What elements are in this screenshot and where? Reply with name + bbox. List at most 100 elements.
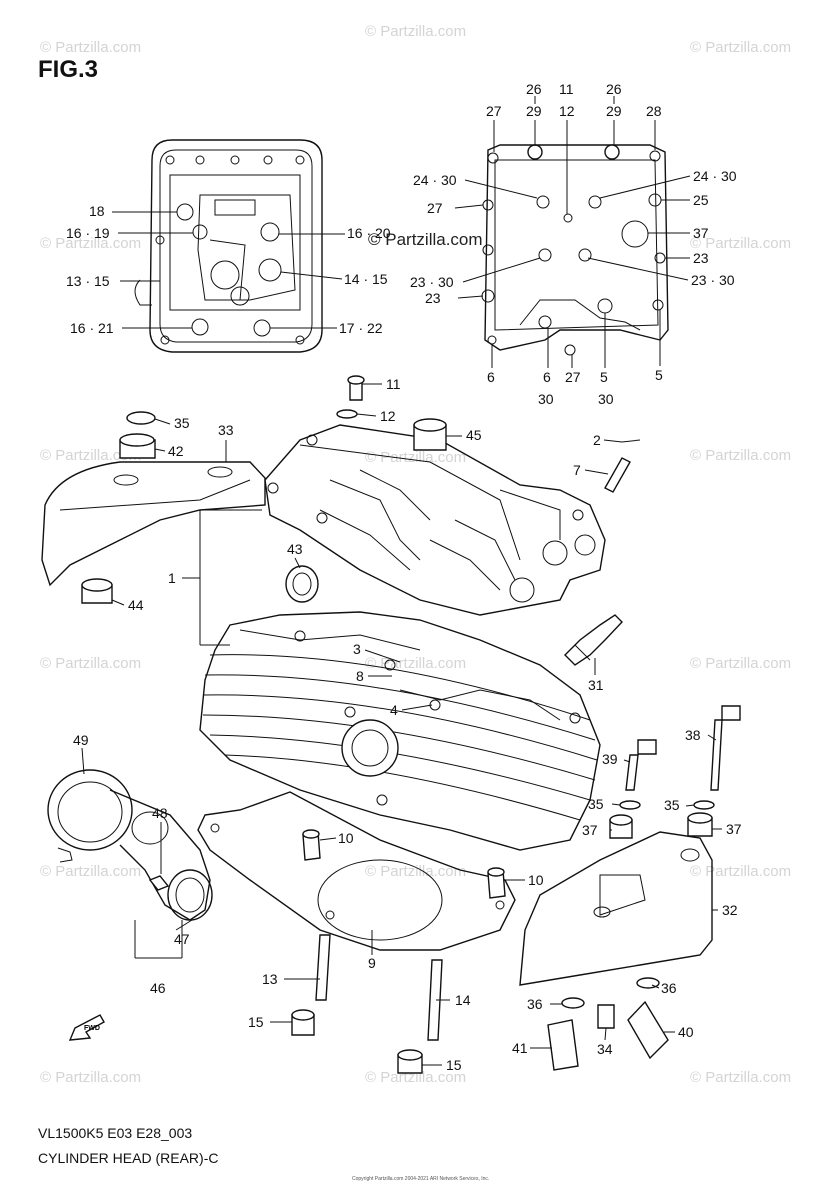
callout-3: 3 (353, 641, 361, 657)
callout-47: 47 (174, 931, 190, 947)
callout-11: 11 (386, 376, 401, 392)
callout-15: 15 (446, 1057, 462, 1073)
watermark: © Partzilla.com (690, 39, 791, 56)
dowel-pins (302, 829, 506, 899)
watermark: © Partzilla.com (40, 655, 141, 672)
callout-12: 12 (559, 103, 575, 119)
pins (604, 439, 641, 493)
watermark: © Partzilla.com (365, 1069, 466, 1086)
small-parts-left (81, 411, 447, 604)
intake-pipe (47, 769, 213, 921)
callout-30: 30 (538, 391, 554, 407)
callout-10: 10 (338, 830, 354, 846)
callout-12: 12 (380, 408, 396, 424)
callout-29: 29 (606, 103, 622, 119)
callout-38: 38 (685, 727, 701, 743)
watermark-center: © Partzilla.com (368, 230, 483, 249)
watermark: © Partzilla.com (365, 449, 466, 466)
callout-27: 27 (486, 103, 502, 119)
callout-25: 25 (693, 192, 709, 208)
heat-shield-left (41, 461, 266, 587)
leader-lines (81, 96, 722, 1066)
callout-27: 27 (427, 200, 443, 216)
watermark: © Partzilla.com (690, 1069, 791, 1086)
callout-23-30: 23 · 30 (691, 272, 735, 288)
watermark-layer: © Partzilla.com © Partzilla.com © Partzi… (40, 23, 791, 1086)
callout-18: 18 (89, 203, 105, 219)
callout-23-30: 23 · 30 (410, 274, 454, 290)
spark-plug (564, 614, 623, 666)
callout-43: 43 (287, 541, 303, 557)
callout-42: 42 (168, 443, 184, 459)
head-gasket (197, 791, 516, 951)
callout-32: 32 (722, 902, 738, 918)
bolts-right (609, 705, 741, 839)
watermark: © Partzilla.com (690, 863, 791, 880)
callout-16-20: 16 · 20 (347, 225, 391, 241)
watermark: © Partzilla.com (40, 39, 141, 56)
callout-48: 48 (152, 805, 168, 821)
fwd-label: FWD (84, 1025, 100, 1032)
callout-35: 35 (174, 415, 190, 431)
callout-27: 27 (565, 369, 581, 385)
callout-5: 5 (600, 369, 608, 385)
callout-16-19: 16 · 19 (66, 225, 110, 241)
callout-1: 1 (168, 570, 176, 586)
watermark: © Partzilla.com (40, 447, 141, 464)
head-cover (264, 424, 606, 616)
callout-23: 23 (693, 250, 709, 266)
watermark: © Partzilla.com (365, 863, 466, 880)
fwd-arrow-icon: FWD (68, 1014, 105, 1041)
callout-11: 11 (559, 81, 574, 97)
callout-37: 37 (693, 225, 709, 241)
head-top-view (134, 139, 323, 353)
callout-28: 28 (646, 103, 662, 119)
diagram-caption: CYLINDER HEAD (REAR)-C (38, 1150, 219, 1166)
watermark: © Partzilla.com (365, 655, 466, 672)
callout-41: 41 (512, 1040, 528, 1056)
callout-4: 4 (390, 702, 398, 718)
callout-8: 8 (356, 668, 364, 684)
callout-6: 6 (487, 369, 495, 385)
callout-2: 2 (593, 432, 601, 448)
callout-14-15: 14 · 15 (344, 271, 388, 287)
stud-bolts (291, 934, 443, 1074)
callout-45: 45 (466, 427, 482, 443)
watermark: © Partzilla.com (365, 23, 466, 40)
callout-6: 6 (543, 369, 551, 385)
callout-39: 39 (602, 751, 618, 767)
callout-26: 26 (606, 81, 622, 97)
callout-24-30: 24 · 30 (413, 172, 457, 188)
figure-title: FIG.3 (38, 56, 99, 83)
callout-labels: 26 11 26 27 29 12 29 28 24 · 30 24 · 30 … (66, 81, 742, 1073)
callout-30: 30 (598, 391, 614, 407)
callout-37: 37 (726, 821, 742, 837)
copyright-notice: Copyright Partzilla.com 2004-2021 ARI Ne… (352, 1176, 490, 1182)
watermark: © Partzilla.com (690, 655, 791, 672)
callout-14: 14 (455, 992, 471, 1008)
cover-top-view (481, 144, 669, 356)
callout-49: 49 (73, 732, 89, 748)
watermark: © Partzilla.com (40, 235, 141, 252)
diagram-code: VL1500K5 E03 E28_003 (38, 1125, 193, 1141)
watermark: © Partzilla.com (40, 863, 141, 880)
heat-shield-right (519, 831, 713, 986)
callout-36: 36 (527, 996, 543, 1012)
callout-44: 44 (128, 597, 144, 613)
callout-31: 31 (588, 677, 604, 693)
callout-34: 34 (597, 1041, 613, 1057)
callout-17-22: 17 · 22 (339, 320, 383, 336)
callout-35: 35 (588, 796, 604, 812)
callout-13: 13 (262, 971, 278, 987)
callout-40: 40 (678, 1024, 694, 1040)
small-parts-bottom (547, 977, 669, 1071)
callout-26: 26 (526, 81, 542, 97)
callout-10: 10 (528, 872, 544, 888)
top-bolt (336, 375, 365, 419)
watermark: © Partzilla.com (40, 1069, 141, 1086)
callout-37: 37 (582, 822, 598, 838)
callout-24-30: 24 · 30 (693, 168, 737, 184)
callout-29: 29 (526, 103, 542, 119)
cylinder-head (199, 611, 601, 851)
